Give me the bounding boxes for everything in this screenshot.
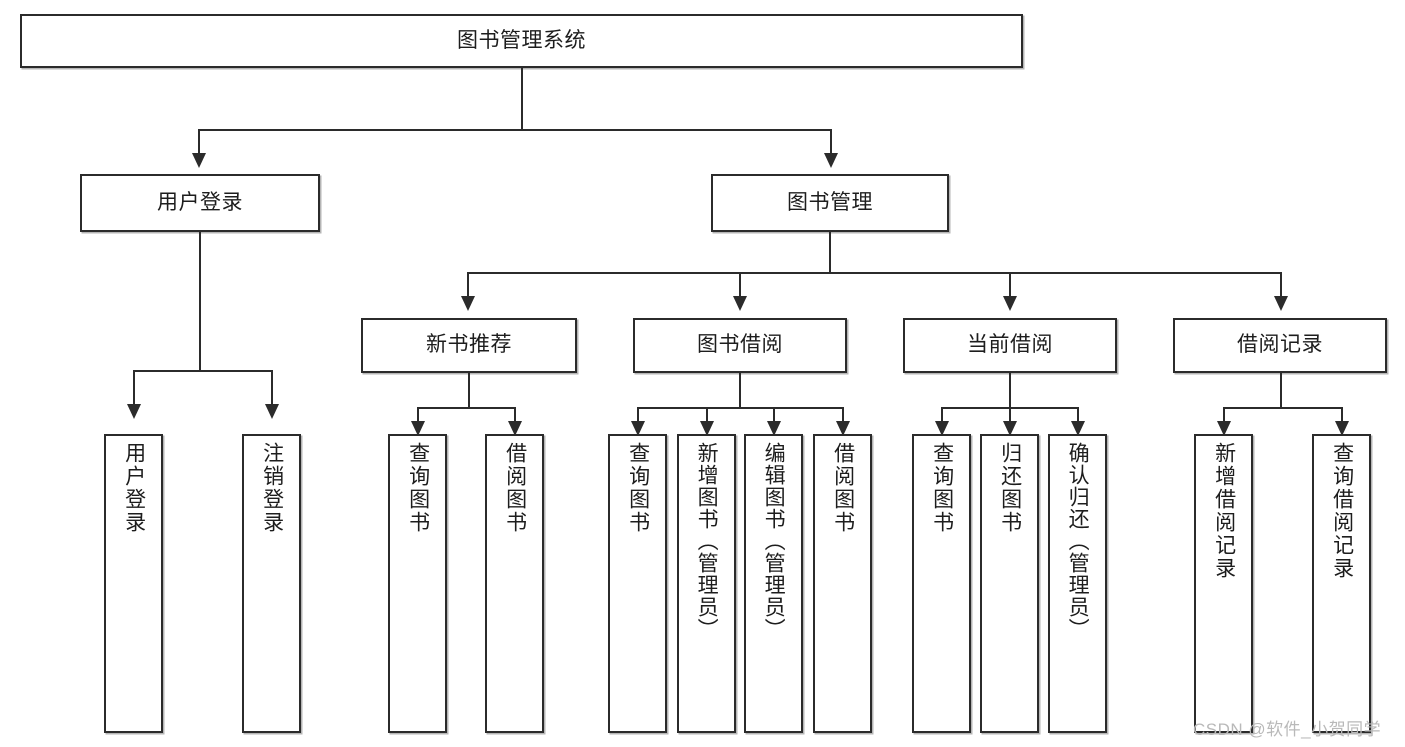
node-book-management[interactable]: 图书管理 [711, 174, 949, 232]
leaf-book-borrow-borrow-book[interactable]: 借阅图书 [813, 434, 872, 733]
connector-new-book-split-bar [417, 407, 515, 409]
connector-root-to-user-login [198, 129, 200, 156]
connector-br-to-leaf-1 [1223, 407, 1225, 424]
connector-nb-to-leaf-1 [417, 407, 419, 424]
node-label: 用户登录 [157, 190, 243, 214]
connector-nb-to-leaf-2 [514, 407, 516, 424]
node-current-borrow[interactable]: 当前借阅 [903, 318, 1117, 373]
connector-user-login-to-leaf-2 [271, 370, 273, 407]
connector-root-split-bar [198, 129, 831, 131]
node-label: 图书借阅 [697, 333, 783, 357]
leaf-current-borrow-confirm-return-admin[interactable]: 确认归还（管理员） [1048, 434, 1107, 733]
leaf-current-borrow-return-book[interactable]: 归还图书 [980, 434, 1039, 733]
arrow-bb-to-leaf-3 [767, 421, 781, 436]
leaf-borrow-record-query-record[interactable]: 查询借阅记录 [1312, 434, 1371, 733]
leaf-book-borrow-add-book-admin[interactable]: 新增图书（管理员） [677, 434, 736, 733]
arrow-cb-to-leaf-2 [1003, 421, 1017, 436]
connector-bb-to-leaf-3 [773, 407, 775, 424]
arrow-bb-to-leaf-4 [836, 421, 850, 436]
arrow-root-to-book-management [824, 153, 838, 168]
node-label: 新书推荐 [426, 333, 512, 357]
connector-bm-to-current-borrow [1009, 272, 1011, 299]
connector-new-book-stem [468, 373, 470, 409]
node-label: 新增借阅记录 [1212, 442, 1236, 580]
node-label: 借阅图书 [831, 442, 855, 534]
arrow-bm-to-borrow-record [1274, 296, 1288, 311]
leaf-new-book-query-book[interactable]: 查询图书 [388, 434, 447, 733]
node-label: 注销登录 [260, 442, 284, 534]
arrow-cb-to-leaf-1 [935, 421, 949, 436]
connector-cb-to-leaf-3 [1077, 407, 1079, 424]
arrow-bb-to-leaf-1 [631, 421, 645, 436]
connector-book-borrow-split-bar [637, 407, 843, 409]
connector-bb-to-leaf-4 [842, 407, 844, 424]
connector-user-login-split-bar [133, 370, 271, 372]
connector-bm-to-new-book [467, 272, 469, 299]
connector-book-borrow-stem [739, 373, 741, 409]
arrow-bb-to-leaf-2 [700, 421, 714, 436]
connector-borrow-record-split-bar [1223, 407, 1342, 409]
node-label: 借阅图书 [503, 442, 527, 534]
leaf-user-login-logout[interactable]: 注销登录 [242, 434, 301, 733]
leaf-book-borrow-query-book[interactable]: 查询图书 [608, 434, 667, 733]
node-borrow-record[interactable]: 借阅记录 [1173, 318, 1387, 373]
node-label: 确认归还（管理员） [1066, 442, 1090, 640]
leaf-user-login-login[interactable]: 用户登录 [104, 434, 163, 733]
node-label: 查询借阅记录 [1330, 442, 1354, 580]
connector-root-stem [521, 68, 523, 130]
node-label: 用户登录 [122, 442, 146, 534]
csdn-watermark: CSDN @软件_小贺同学 [1193, 720, 1382, 739]
node-root-book-management-system[interactable]: 图书管理系统 [20, 14, 1023, 68]
connector-bm-to-borrow-record [1280, 272, 1282, 299]
node-user-login[interactable]: 用户登录 [80, 174, 320, 232]
connector-user-login-to-leaf-1 [133, 370, 135, 407]
node-label: 图书管理 [787, 190, 873, 214]
arrow-br-to-leaf-2 [1335, 421, 1349, 436]
node-label: 归还图书 [998, 442, 1022, 534]
node-label: 编辑图书（管理员） [762, 442, 786, 640]
connector-book-management-stem [829, 232, 831, 273]
connector-user-login-stem [199, 232, 201, 371]
arrow-bm-to-book-borrow [733, 296, 747, 311]
connector-bb-to-leaf-2 [706, 407, 708, 424]
node-label: 查询图书 [406, 442, 430, 534]
connector-root-to-book-management [830, 129, 832, 156]
connector-cb-to-leaf-2 [1009, 407, 1011, 424]
arrow-br-to-leaf-1 [1217, 421, 1231, 436]
node-label: 查询图书 [930, 442, 954, 534]
node-book-borrow[interactable]: 图书借阅 [633, 318, 847, 373]
connector-bb-to-leaf-1 [637, 407, 639, 424]
node-label: 当前借阅 [967, 333, 1053, 357]
arrow-bm-to-current-borrow [1003, 296, 1017, 311]
connector-book-management-split-bar [467, 272, 1280, 274]
connector-br-to-leaf-2 [1341, 407, 1343, 424]
arrow-nb-to-leaf-2 [508, 421, 522, 436]
arrow-user-login-to-leaf-2 [265, 404, 279, 419]
leaf-borrow-record-add-record[interactable]: 新增借阅记录 [1194, 434, 1253, 733]
connector-bm-to-book-borrow [739, 272, 741, 299]
node-new-book-recommend[interactable]: 新书推荐 [361, 318, 577, 373]
arrow-root-to-user-login [192, 153, 206, 168]
arrow-nb-to-leaf-1 [411, 421, 425, 436]
leaf-new-book-borrow-book[interactable]: 借阅图书 [485, 434, 544, 733]
connector-cb-to-leaf-1 [941, 407, 943, 424]
node-label: 查询图书 [626, 442, 650, 534]
leaf-book-borrow-edit-book-admin[interactable]: 编辑图书（管理员） [744, 434, 803, 733]
node-label: 借阅记录 [1237, 333, 1323, 357]
node-label: 新增图书（管理员） [695, 442, 719, 640]
connector-current-borrow-stem [1009, 373, 1011, 409]
arrow-cb-to-leaf-3 [1071, 421, 1085, 436]
leaf-current-borrow-query-book[interactable]: 查询图书 [912, 434, 971, 733]
arrow-user-login-to-leaf-1 [127, 404, 141, 419]
connector-borrow-record-stem [1280, 373, 1282, 409]
node-label: 图书管理系统 [457, 28, 586, 52]
arrow-bm-to-new-book [461, 296, 475, 311]
